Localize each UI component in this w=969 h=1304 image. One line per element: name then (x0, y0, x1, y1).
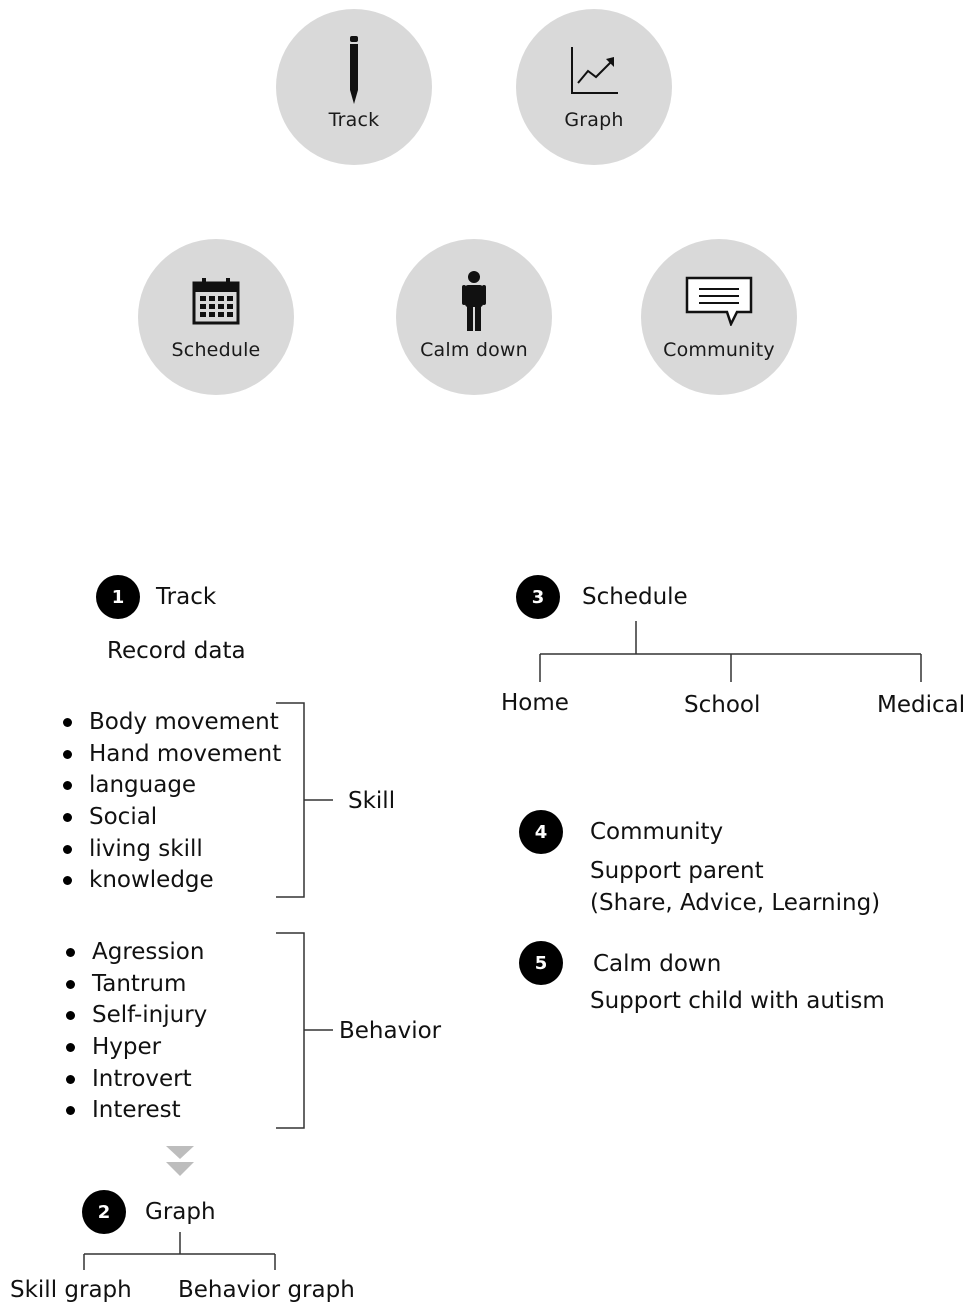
pencil-icon (276, 36, 432, 104)
calendar-icon (138, 269, 294, 333)
step-badge-3: 3 (516, 575, 560, 619)
list-item: Hyper (66, 1032, 207, 1064)
skill-label: Skill (348, 788, 396, 814)
step-badge-4: 4 (519, 810, 563, 854)
community-label: Community (663, 339, 775, 361)
down-arrow-icon (166, 1146, 194, 1176)
schedule-circle[interactable]: Schedule (138, 239, 294, 395)
schedule-title: Schedule (582, 584, 688, 610)
list-item: language (63, 770, 281, 802)
community-title: Community (590, 819, 724, 845)
step-badge-1: 1 (96, 575, 140, 619)
schedule-medical-label: Medical (877, 692, 966, 718)
calm-down-title: Calm down (593, 951, 722, 977)
behavior-graph-label: Behavior graph (178, 1277, 355, 1303)
schedule-label: Schedule (171, 339, 261, 361)
list-item: Interest (66, 1095, 207, 1127)
community-circle[interactable]: Community (641, 239, 797, 395)
track-subtitle: Record data (107, 638, 246, 664)
list-item: Tantrum (66, 969, 207, 1001)
calm-down-circle[interactable]: Calm down (396, 239, 552, 395)
line-graph-icon (516, 39, 672, 103)
graph-title: Graph (145, 1199, 216, 1225)
graph-label: Graph (564, 109, 624, 131)
behavior-label: Behavior (339, 1018, 442, 1044)
community-line-2: (Share, Advice, Learning) (590, 890, 881, 916)
list-item: Body movement (63, 707, 281, 739)
track-title: Track (156, 584, 217, 610)
list-item: Hand movement (63, 739, 281, 771)
list-item: Social (63, 802, 281, 834)
list-item: living skill (63, 834, 281, 866)
calm-down-label: Calm down (420, 339, 528, 361)
track-circle[interactable]: Track (276, 9, 432, 165)
step-badge-2: 2 (82, 1190, 126, 1234)
schedule-school-label: School (684, 692, 761, 718)
step-badge-5: 5 (519, 941, 563, 985)
list-item: Self-injury (66, 1000, 207, 1032)
skill-graph-label: Skill graph (10, 1277, 132, 1303)
list-item: Introvert (66, 1064, 207, 1096)
list-item: knowledge (63, 865, 281, 897)
calm-down-line-1: Support child with autism (590, 988, 885, 1014)
community-line-1: Support parent (590, 858, 764, 884)
graph-circle[interactable]: Graph (516, 9, 672, 165)
person-icon (396, 269, 552, 333)
skill-list: Body movement Hand movement language Soc… (63, 707, 281, 897)
behavior-list: Agression Tantrum Self-injury Hyper Intr… (66, 937, 207, 1127)
speech-bubble-icon (641, 269, 797, 333)
track-label: Track (328, 109, 380, 131)
list-item: Agression (66, 937, 207, 969)
schedule-home-label: Home (501, 690, 569, 716)
